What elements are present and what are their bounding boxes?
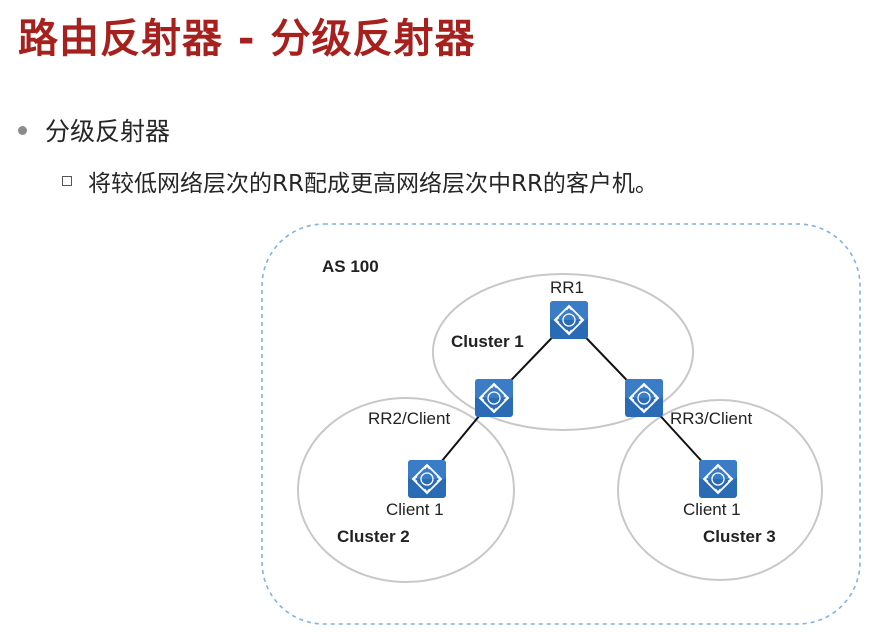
router-rr2-icon bbox=[475, 379, 513, 417]
rr2-label: RR2/Client bbox=[368, 409, 450, 428]
cluster-1-ellipse bbox=[432, 273, 694, 431]
cluster-1-label: Cluster 1 bbox=[451, 332, 524, 351]
bullet-dot-icon bbox=[18, 125, 27, 135]
cluster-3-label: Cluster 3 bbox=[703, 527, 776, 546]
router-client-right-icon bbox=[699, 460, 737, 498]
cluster-2-ellipse bbox=[297, 397, 515, 583]
bullet-level-2-text: 将较低网络层次的RR配成更高网络层次中RR的客户机。 bbox=[88, 171, 658, 197]
router-rr1-icon bbox=[550, 301, 588, 339]
cluster-2-label: Cluster 2 bbox=[337, 527, 410, 546]
as-label: AS 100 bbox=[322, 257, 379, 276]
rr3-label: RR3/Client bbox=[670, 409, 752, 428]
bullet-square-icon bbox=[62, 176, 72, 186]
router-client-left-icon bbox=[408, 460, 446, 498]
bullet-level-2: 将较低网络层次的RR配成更高网络层次中RR的客户机。 bbox=[62, 164, 658, 198]
client-left-label: Client 1 bbox=[386, 500, 444, 519]
bullet-level-1: 分级反射器 bbox=[18, 112, 170, 148]
router-rr3-icon bbox=[625, 379, 663, 417]
cluster-3-ellipse bbox=[617, 399, 823, 581]
bullet-level-1-text: 分级反射器 bbox=[45, 117, 171, 146]
rr1-label: RR1 bbox=[550, 278, 584, 297]
page-title: 路由反射器 - 分级反射器 bbox=[18, 16, 476, 62]
client-right-label: Client 1 bbox=[683, 500, 741, 519]
